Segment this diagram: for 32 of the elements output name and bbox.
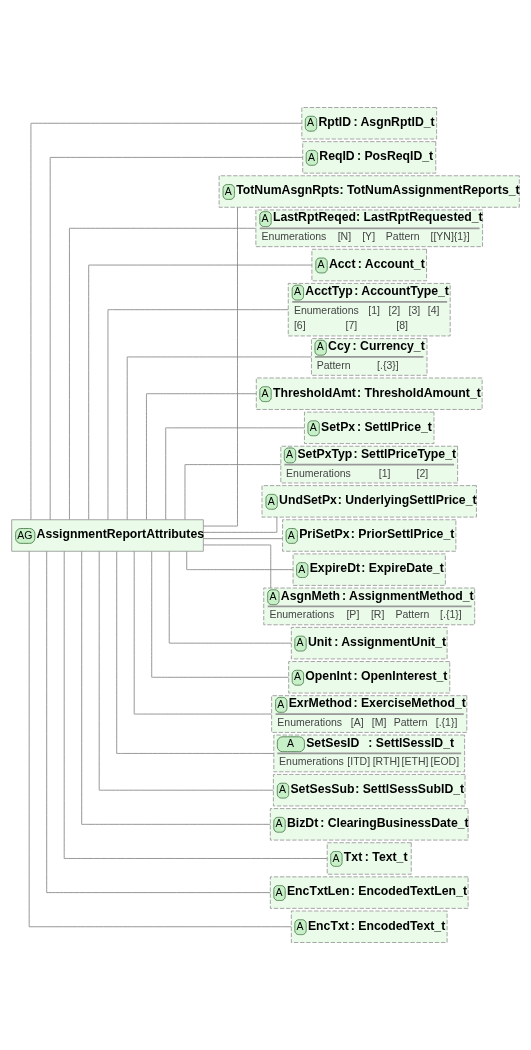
connector (146, 393, 257, 520)
connector (81, 551, 271, 825)
connector (203, 538, 283, 540)
connector (46, 550, 271, 894)
connector (203, 516, 278, 533)
node-box: A ExpireDt: ExpireDate_t (292, 553, 446, 586)
node-box: A Txt : Text_t (326, 842, 412, 875)
node-box: A EncTxt : EncodedText_t (290, 910, 448, 943)
connector (186, 550, 294, 571)
connector (151, 551, 289, 678)
node-box: A Unit : AssignmentUnit_t (290, 626, 448, 660)
node-box: A ThresholdAmt: ThresholdAmount_t (255, 377, 483, 410)
node-box: A TotNumAsgnRpts: TotNumAssignmentReports_t (218, 175, 520, 208)
connector (133, 550, 273, 715)
node-box: A BizDt: ClearingBusinessDate_t (269, 808, 469, 841)
connector (107, 309, 289, 521)
connector (88, 264, 313, 520)
connector (184, 464, 282, 520)
connector (63, 550, 328, 859)
connector (203, 544, 272, 589)
connector (98, 551, 274, 791)
connector (116, 551, 275, 754)
node-box: A SetSesSub: SettlSessSubID_t (272, 774, 466, 807)
node-box: AG AssignmentReportAttributes (11, 519, 204, 552)
connector (203, 207, 238, 527)
node-box: A EncTxtLen: EncodedTextLen_t (269, 876, 469, 909)
connector (126, 356, 312, 521)
connector (69, 227, 256, 520)
node-box: A Acct : Account_t (311, 248, 427, 282)
node-box: A UndSetPx: UnderlyingSettlPrice_t (261, 485, 477, 518)
connector (165, 427, 305, 521)
connector (168, 550, 292, 644)
